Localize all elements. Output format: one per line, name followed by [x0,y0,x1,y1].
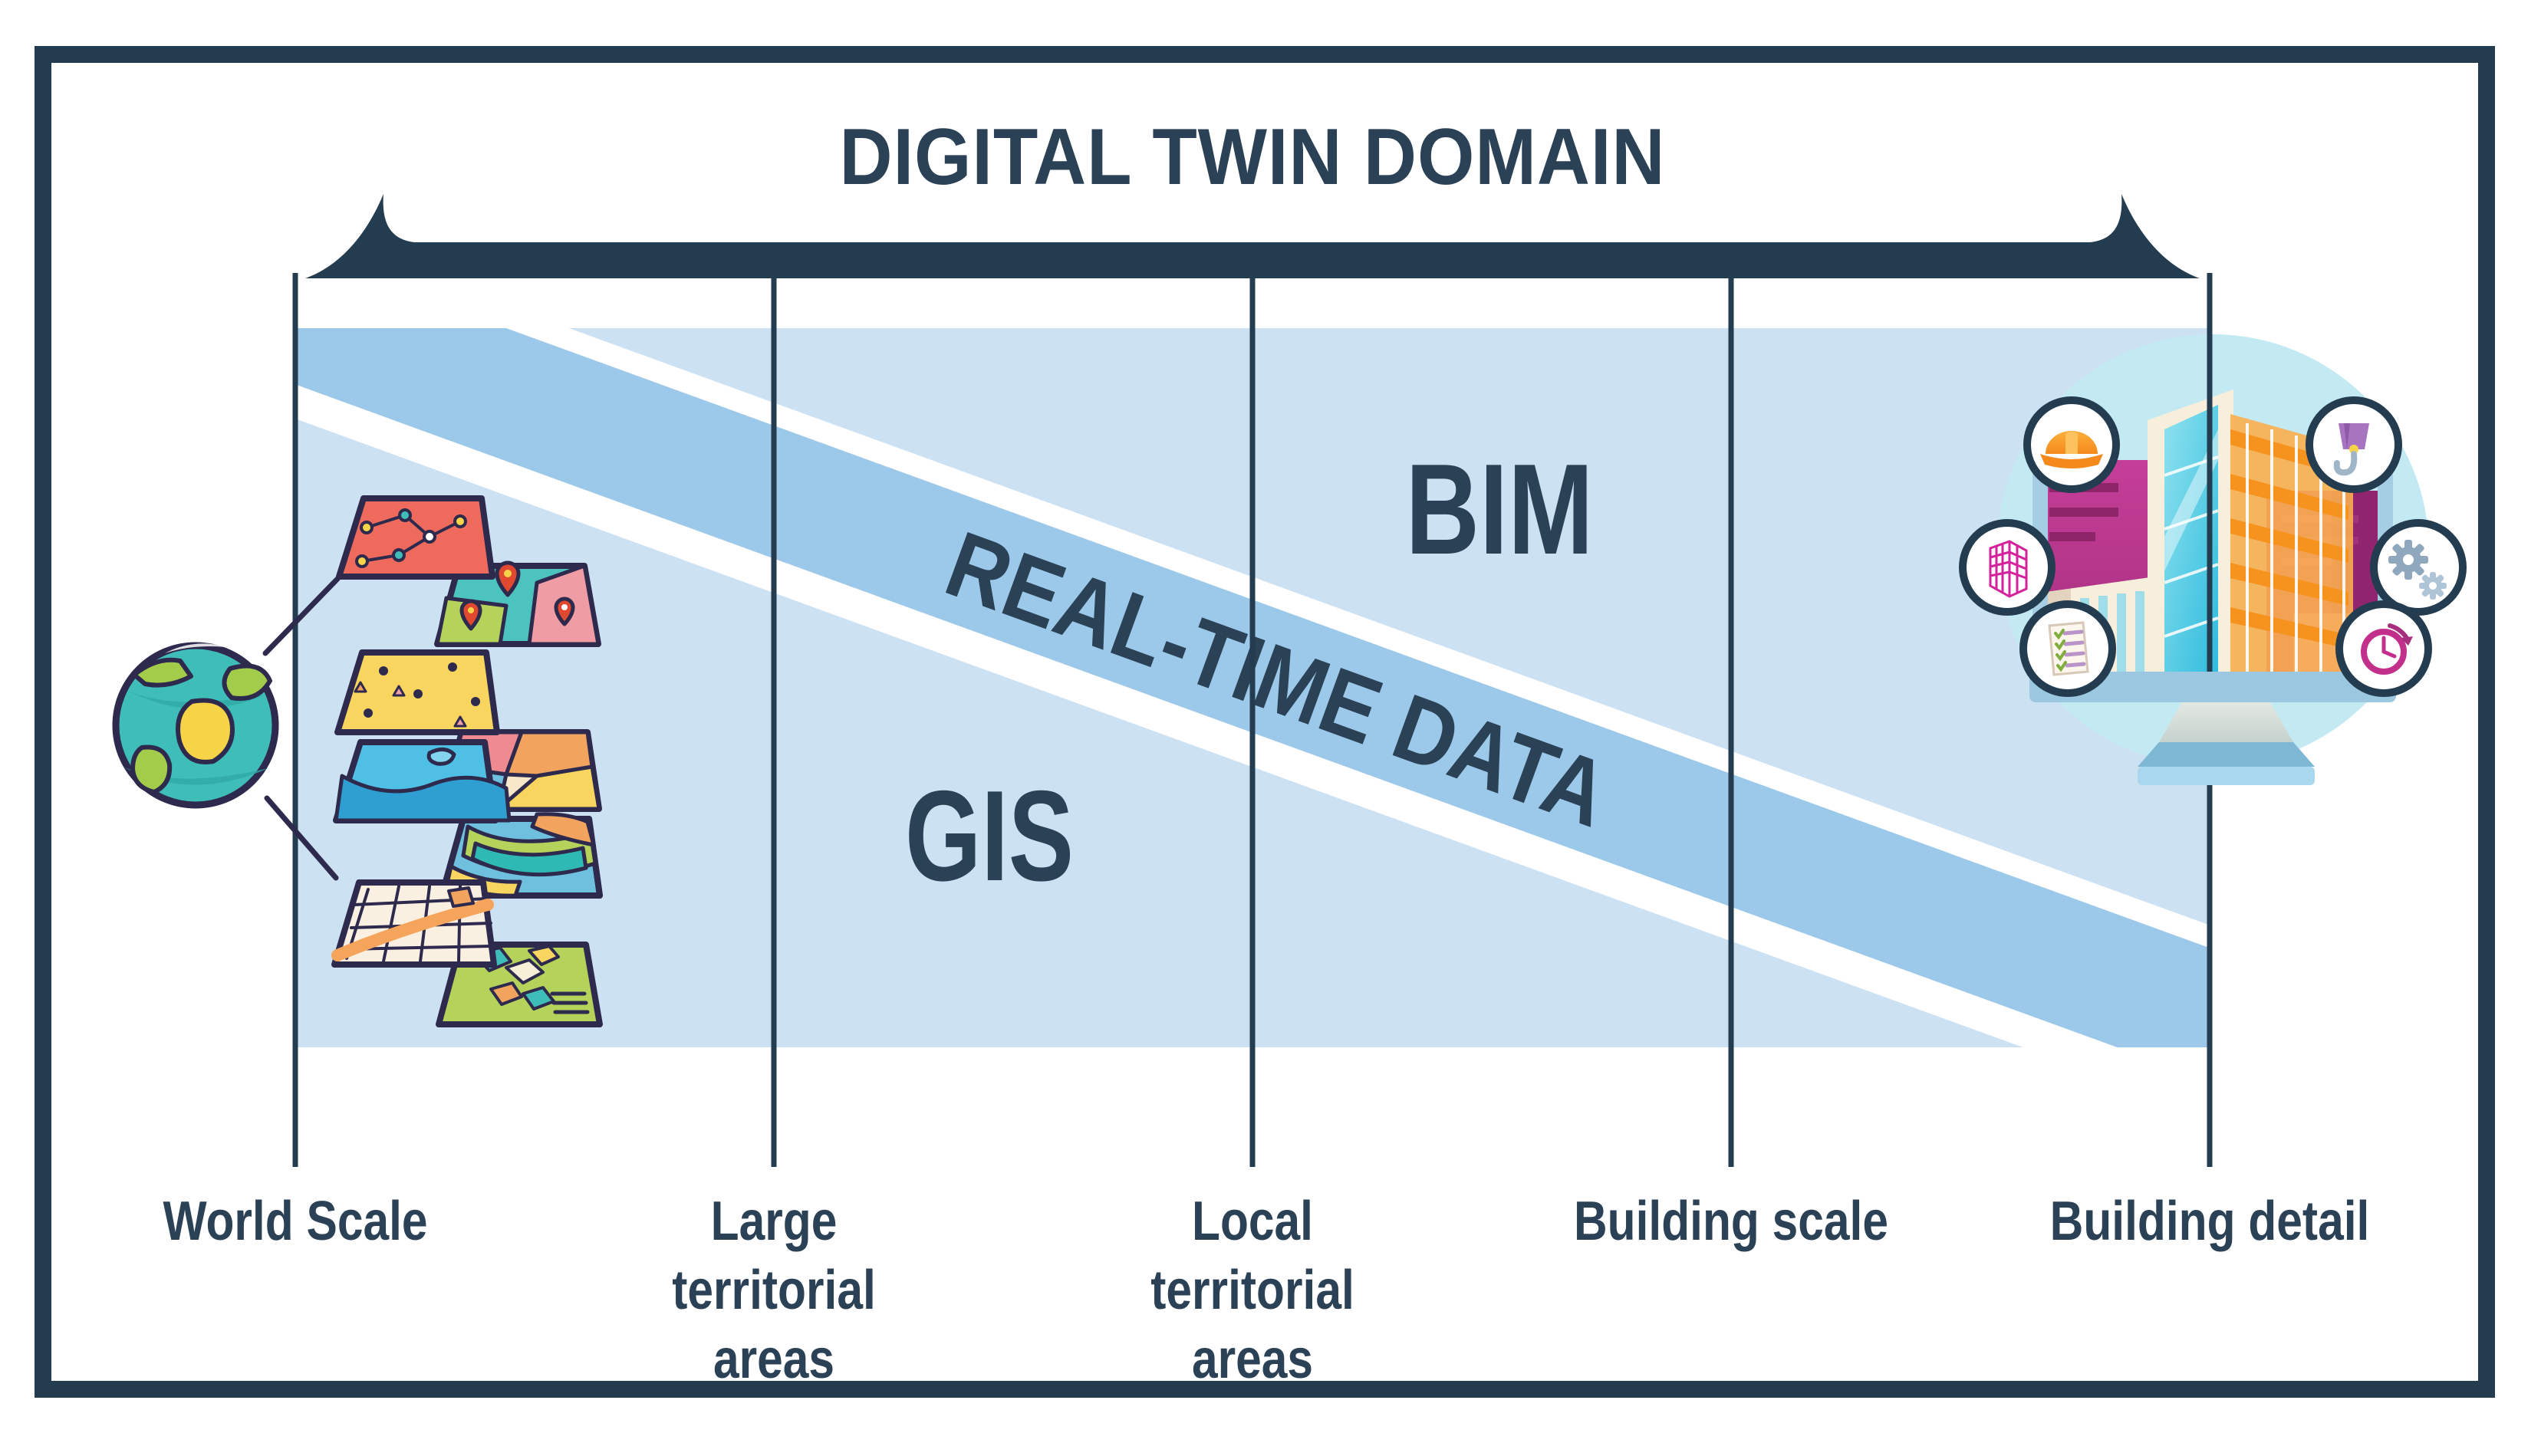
hard-hat-icon [2040,431,2103,468]
axis-label-world-scale: World Scale [163,1191,428,1252]
terrain-dots-map-layer [334,649,500,735]
bim-building-illustration [1959,330,2467,785]
monitor [2029,460,2396,785]
topographic-map-layer [439,812,603,899]
glass-tower [2148,389,2233,675]
digital-twin-domain-arrow [305,194,2200,278]
building-frame-badge [1959,519,2056,616]
axis-label-building-detail: Building detail [2049,1191,2370,1252]
monitor-bottom-bar [2029,672,2396,702]
street-map-layer [331,879,497,968]
bim-region-label: BIM [1406,437,1594,581]
feature-badges [1959,396,2467,697]
band-upper-white-stripe [295,328,2210,1047]
crane-hook-badge [2306,396,2402,493]
checklist-icon [2048,621,2089,676]
clock-icon [2361,623,2413,675]
scale-ticks [292,273,2213,1167]
monitor-base-top [2138,742,2315,767]
building-frame-icon [1989,540,2028,598]
diagram-title: DIGITAL TWIN DOMAIN [839,113,1666,202]
gears-badge [2370,519,2467,616]
real-time-data-band [295,328,2210,1047]
globe-connector-top [262,576,341,656]
location-pins-map-layer [434,560,601,647]
monitor-base-front [2138,767,2315,785]
globe-connector-bottom [264,795,339,881]
checklist-badge [2019,600,2116,697]
band-lower-white-stripe [295,328,2210,1047]
axis-label-building-scale: Building scale [1573,1191,1888,1252]
monitor-stand [2159,702,2293,742]
axis-label-large-territorial: Large territorial areas [672,1191,876,1390]
water-map-layer [333,739,512,823]
earth-globe-icon [112,642,279,809]
gears-icon [2388,540,2447,600]
gis-region-label: GIS [905,764,1074,908]
crane-hook-icon [2333,423,2369,476]
map-layer-stack [331,495,603,1027]
axis-label-local-territorial: Local territorial areas [1150,1191,1354,1390]
network-map-layer [336,495,495,580]
hard-hat-badge [2023,396,2120,493]
clock-badge [2335,600,2432,697]
gis-map-layers-illustration [112,495,603,1027]
